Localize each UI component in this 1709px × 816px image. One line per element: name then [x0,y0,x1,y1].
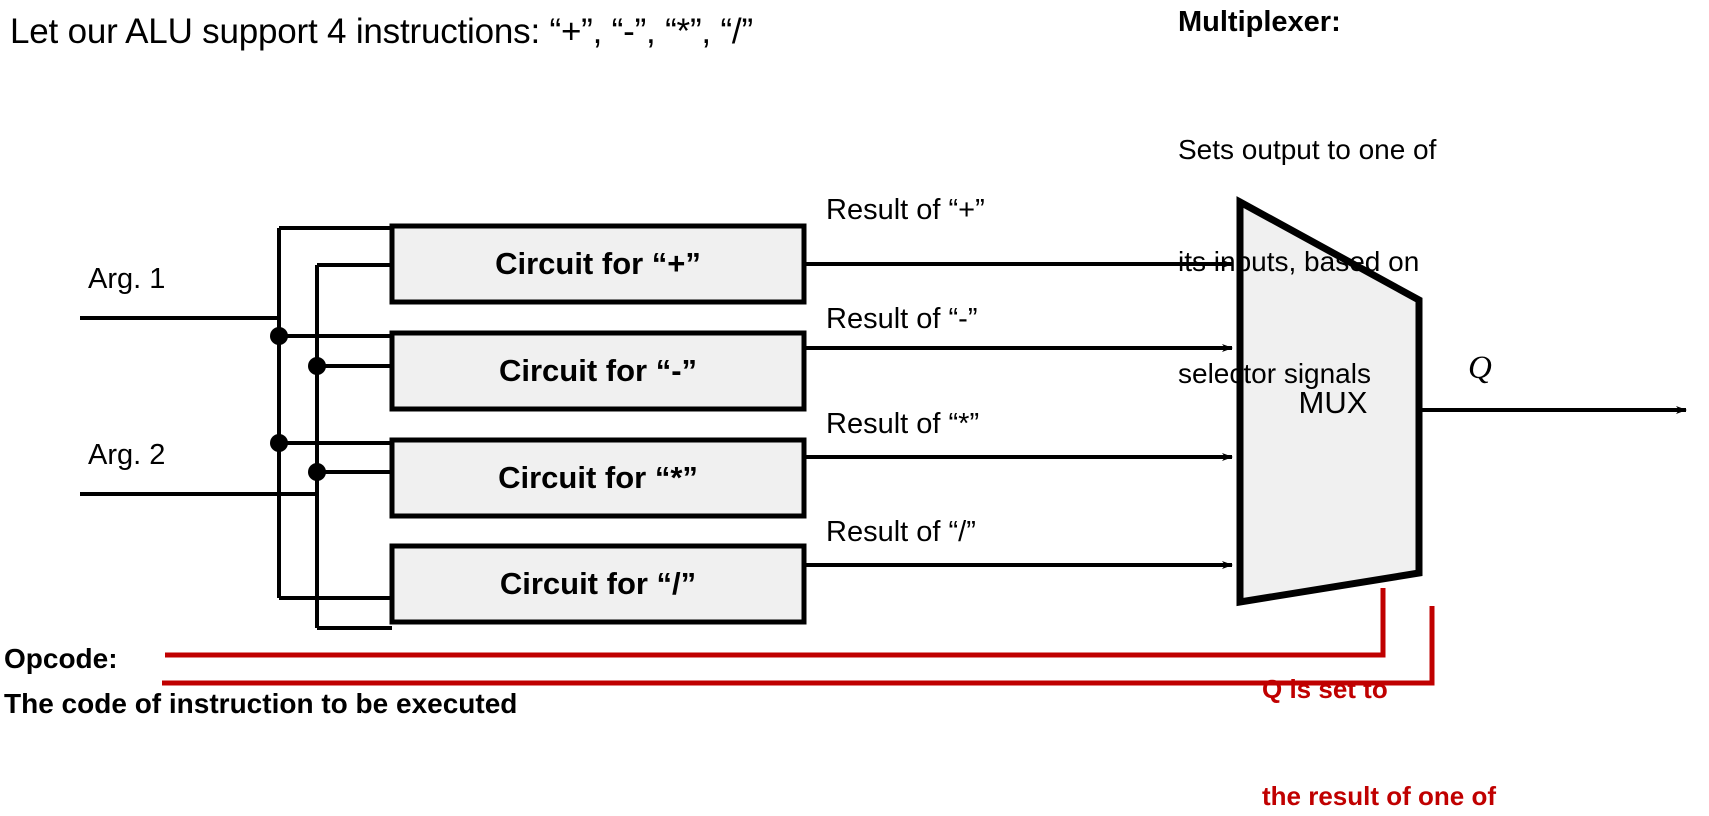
junction-dot [270,327,288,345]
opcode-description: The code of instruction to be executed [4,688,518,719]
circuit-box-divide [389,543,807,625]
opcode-wire-1 [165,588,1386,658]
input-label-arg2: Arg. 2 [88,439,166,471]
input-label-arg1: Arg. 1 [88,263,166,295]
multiplexer-note-line1: Sets output to one of [1178,134,1437,166]
circuit-box-times [389,437,807,519]
junction-dot [270,434,288,452]
q-note-line1: Q is set to [1262,673,1388,704]
mux-shape [1236,196,1423,607]
circuit-box-label-divide: Circuit for “/” [499,566,697,601]
mux-label: MUX [1298,385,1368,420]
multiplexer-note-heading: Multiplexer: [1178,6,1341,38]
mux-output-label-q: Q [1468,350,1492,386]
opcode-wire-2 [162,606,1435,686]
result-label-minus: Result of “-” [826,303,978,335]
result-label-divide: Result of “/” [826,516,976,548]
page-title: Let our ALU support 4 instructions: “+”,… [10,12,753,51]
circuit-box-label-plus: Circuit for “+” [495,246,701,281]
arg2-bus [315,263,392,630]
opcode-label: Opcode: [4,643,118,674]
result-label-times: Result of “*” [826,408,980,440]
junction-dot [308,357,326,375]
multiplexer-note-line3: selector signals [1178,357,1371,389]
result-label-plus: Result of “+” [826,194,985,226]
multiplexer-note-body: Sets output to one of its inputs, based … [1178,57,1538,467]
q-annotation-note: Q is set to the result of one of “+”, “-… [1262,600,1562,816]
q-note-line2: the result of one of [1262,781,1496,812]
arg1-bus [277,226,392,600]
circuit-box-label-times: Circuit for “*” [498,460,698,495]
multiplexer-note-line2: its inputs, based on [1178,246,1420,278]
circuit-box-label-minus: Circuit for “-” [498,353,698,388]
circuit-box-minus [389,330,807,412]
junction-dot [308,463,326,481]
